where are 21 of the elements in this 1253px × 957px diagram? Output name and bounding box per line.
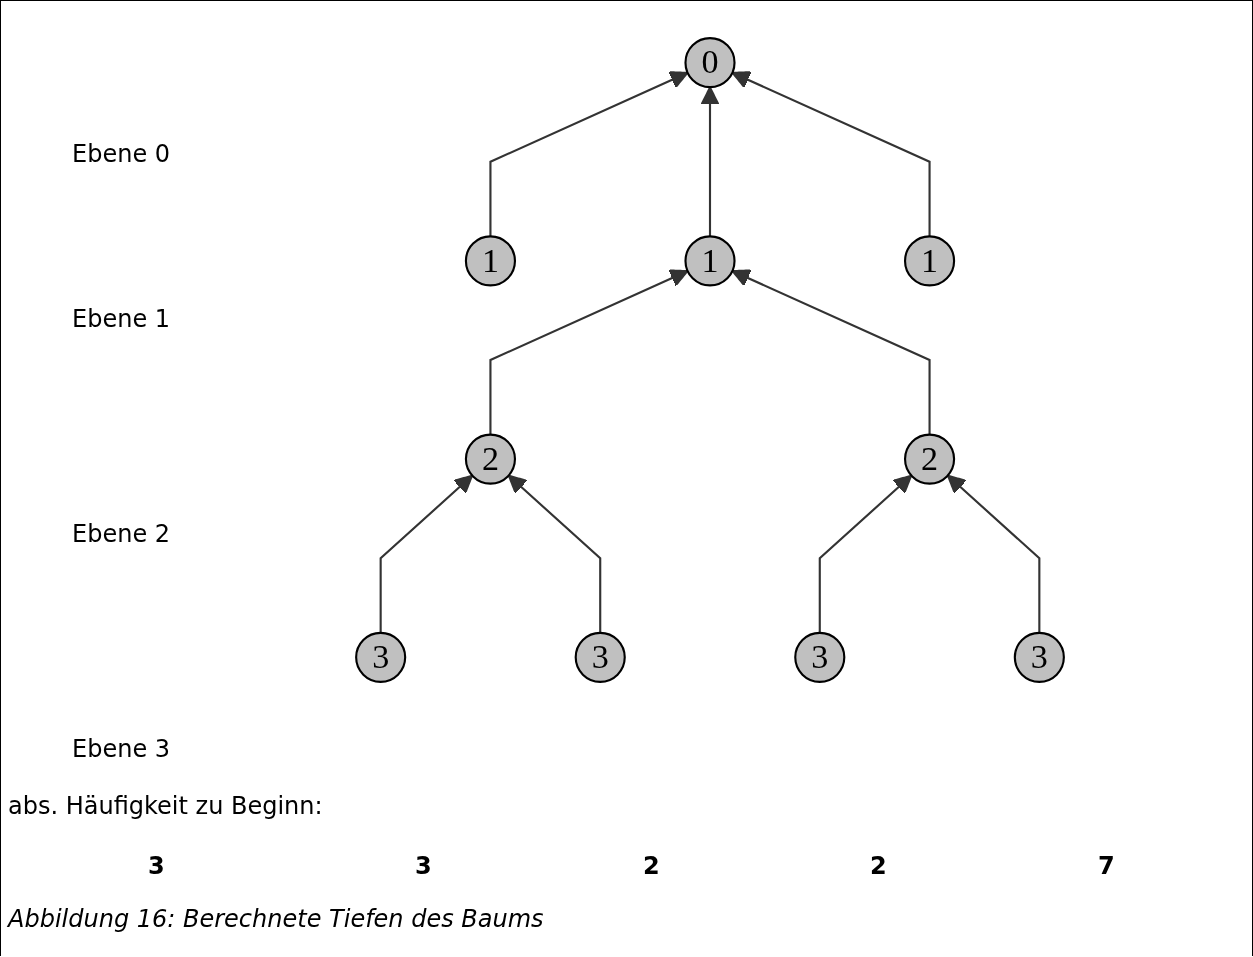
tree-node-circle: 3 xyxy=(355,631,407,683)
tree-node-circle: 3 xyxy=(794,631,846,683)
level-label: Ebene 0 xyxy=(72,140,171,168)
tree-node-circle: 1 xyxy=(464,235,516,287)
level-label: Ebene 3 xyxy=(72,735,171,763)
tree-node-circle: 1 xyxy=(904,235,956,287)
tree-node-circle: 3 xyxy=(574,631,626,683)
figure-caption: Abbildung 16: Berechnete Tiefen des Baums xyxy=(8,905,544,933)
heading-text: abs. Häufigkeit zu Beginn: xyxy=(8,792,323,820)
tree-node-circle: 2 xyxy=(464,433,516,485)
tree-node-circle: 0 xyxy=(684,37,736,89)
count-value: 7 xyxy=(1098,852,1115,880)
count-value: 2 xyxy=(870,852,887,880)
level-label: Ebene 2 xyxy=(72,520,171,548)
count-value: 3 xyxy=(148,852,165,880)
tree-node-circle: 2 xyxy=(904,433,956,485)
tree-node-circle: 1 xyxy=(684,235,736,287)
count-value: 3 xyxy=(415,852,432,880)
count-value: 2 xyxy=(643,852,660,880)
tree-node-circle: 3 xyxy=(1013,631,1065,683)
level-label: Ebene 1 xyxy=(72,305,171,333)
